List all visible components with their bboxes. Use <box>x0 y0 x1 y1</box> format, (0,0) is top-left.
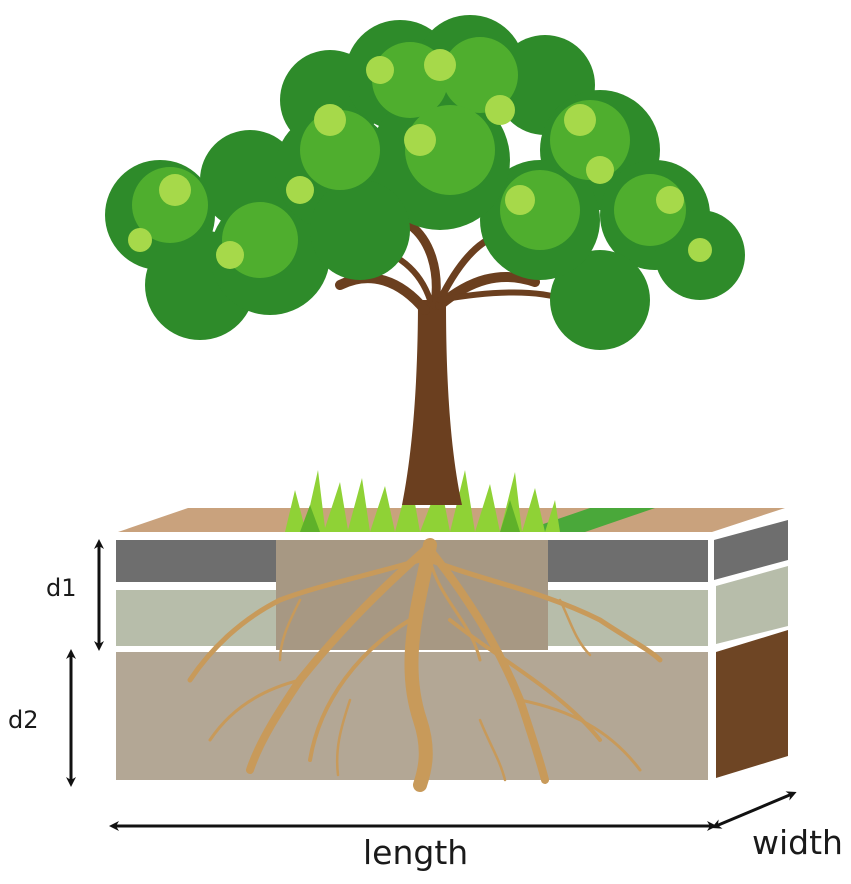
layer-asphalt-right <box>548 540 708 582</box>
grass-tuft <box>285 470 560 532</box>
side-asphalt <box>714 520 788 580</box>
layer-asphalt-left <box>116 540 276 582</box>
side-base <box>716 566 788 644</box>
tree-canopy <box>105 15 745 350</box>
label-length: length <box>363 833 469 872</box>
label-d1: d1 <box>46 574 77 602</box>
roots <box>187 538 663 792</box>
dimension-arrows <box>66 539 797 831</box>
label-width: width <box>752 823 843 862</box>
label-d2: d2 <box>8 706 39 734</box>
side-subsoil <box>716 630 788 778</box>
arrow-width <box>711 791 797 829</box>
